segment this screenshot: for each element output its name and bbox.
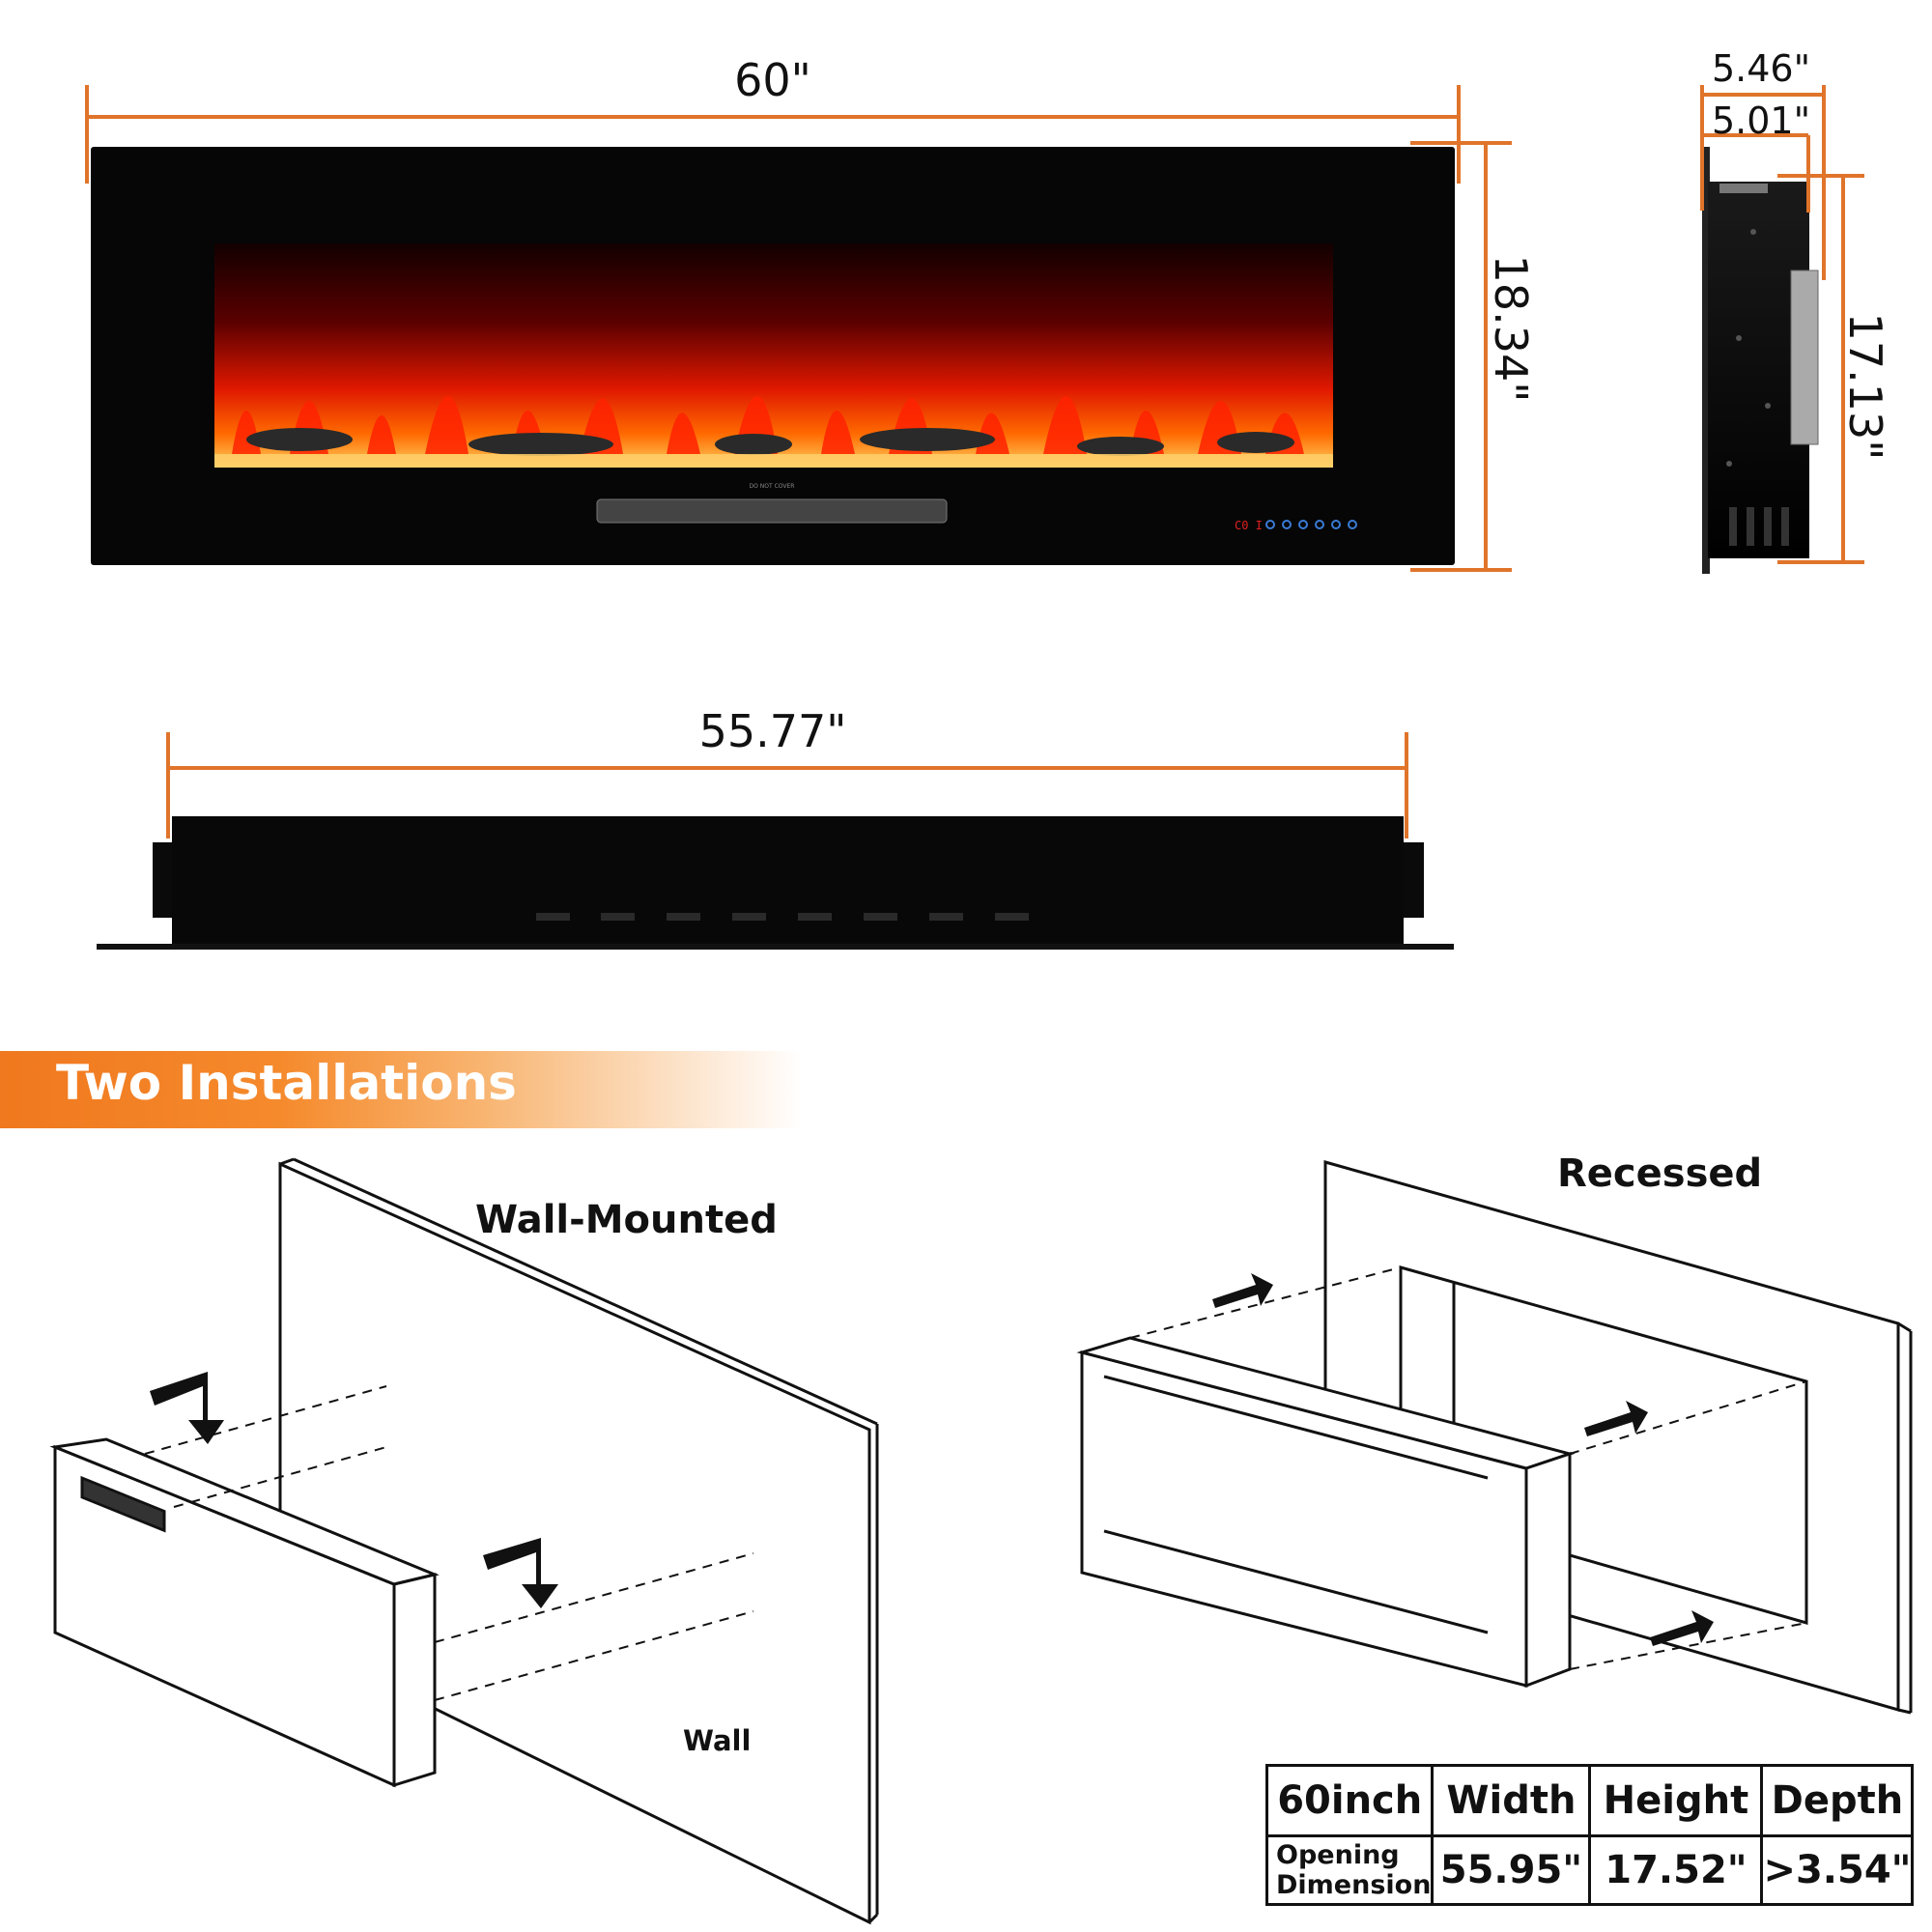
side-depth-outer-label: 5.46" (1712, 47, 1810, 90)
side-depth-inner-label: 5.01" (1712, 99, 1810, 142)
wall-label: Wall (683, 1724, 752, 1757)
recessed-label: Recessed (1557, 1151, 1763, 1196)
front-dimension-lines (85, 85, 1512, 572)
side-height-label: 17.13" (1839, 313, 1891, 461)
row-label: Opening Dimension (1264, 1834, 1435, 1906)
recessed-dashed-lines (1129, 1266, 1807, 1670)
wall-bracket (1790, 270, 1819, 445)
table-cell: 55.95" (1431, 1834, 1592, 1906)
wall-panel (278, 1161, 871, 1925)
arrow-down-icon (150, 1372, 224, 1444)
wall-arrows (150, 1372, 558, 1608)
wall-mounted-diagram (49, 1157, 879, 1925)
vent-grille (597, 499, 947, 523)
table-cell: >3.54" (1760, 1834, 1915, 1906)
table-header: 60inch (1264, 1764, 1435, 1837)
arrow-down-icon (483, 1538, 558, 1608)
row-label-line: Dimension (1276, 1870, 1432, 1900)
recessed-diagram (1076, 1160, 1913, 1715)
fireplace-side-view (1702, 147, 1819, 574)
wall-mounted-label: Wall-Mounted (475, 1198, 778, 1242)
logs (246, 428, 1294, 456)
section-banner (0, 1051, 802, 1128)
table-header: Width (1431, 1764, 1592, 1837)
section-title: Two Installations (56, 1055, 517, 1111)
fireplace-top-view (97, 816, 1454, 950)
row-label-line: Opening (1276, 1840, 1400, 1870)
control-buttons (1265, 520, 1357, 529)
arrow-right-icon (1584, 1401, 1648, 1436)
top-dimension-lines (166, 732, 1408, 838)
table-cell: 17.52" (1588, 1834, 1764, 1906)
table-header: Depth (1760, 1764, 1915, 1837)
front-width-label: 60" (734, 54, 811, 106)
table-header: Height (1588, 1764, 1764, 1837)
front-height-label: 18.34" (1485, 255, 1537, 403)
wall-dashed-lines (144, 1385, 754, 1701)
top-width-label: 55.77" (699, 705, 847, 757)
arrow-right-icon (1650, 1610, 1714, 1646)
recessed-arrows (1212, 1273, 1714, 1646)
side-dimension-lines (1700, 85, 1864, 564)
led-display: C0 I (1235, 519, 1263, 532)
opening-dimension-table: 60inch Width Height Depth Opening Dimens… (1264, 1764, 1915, 1906)
arrow-right-icon (1212, 1273, 1273, 1308)
fireplace-front-view: DO NOT COVER C0 I (91, 147, 1455, 565)
warning-text: DO NOT COVER (750, 483, 795, 490)
